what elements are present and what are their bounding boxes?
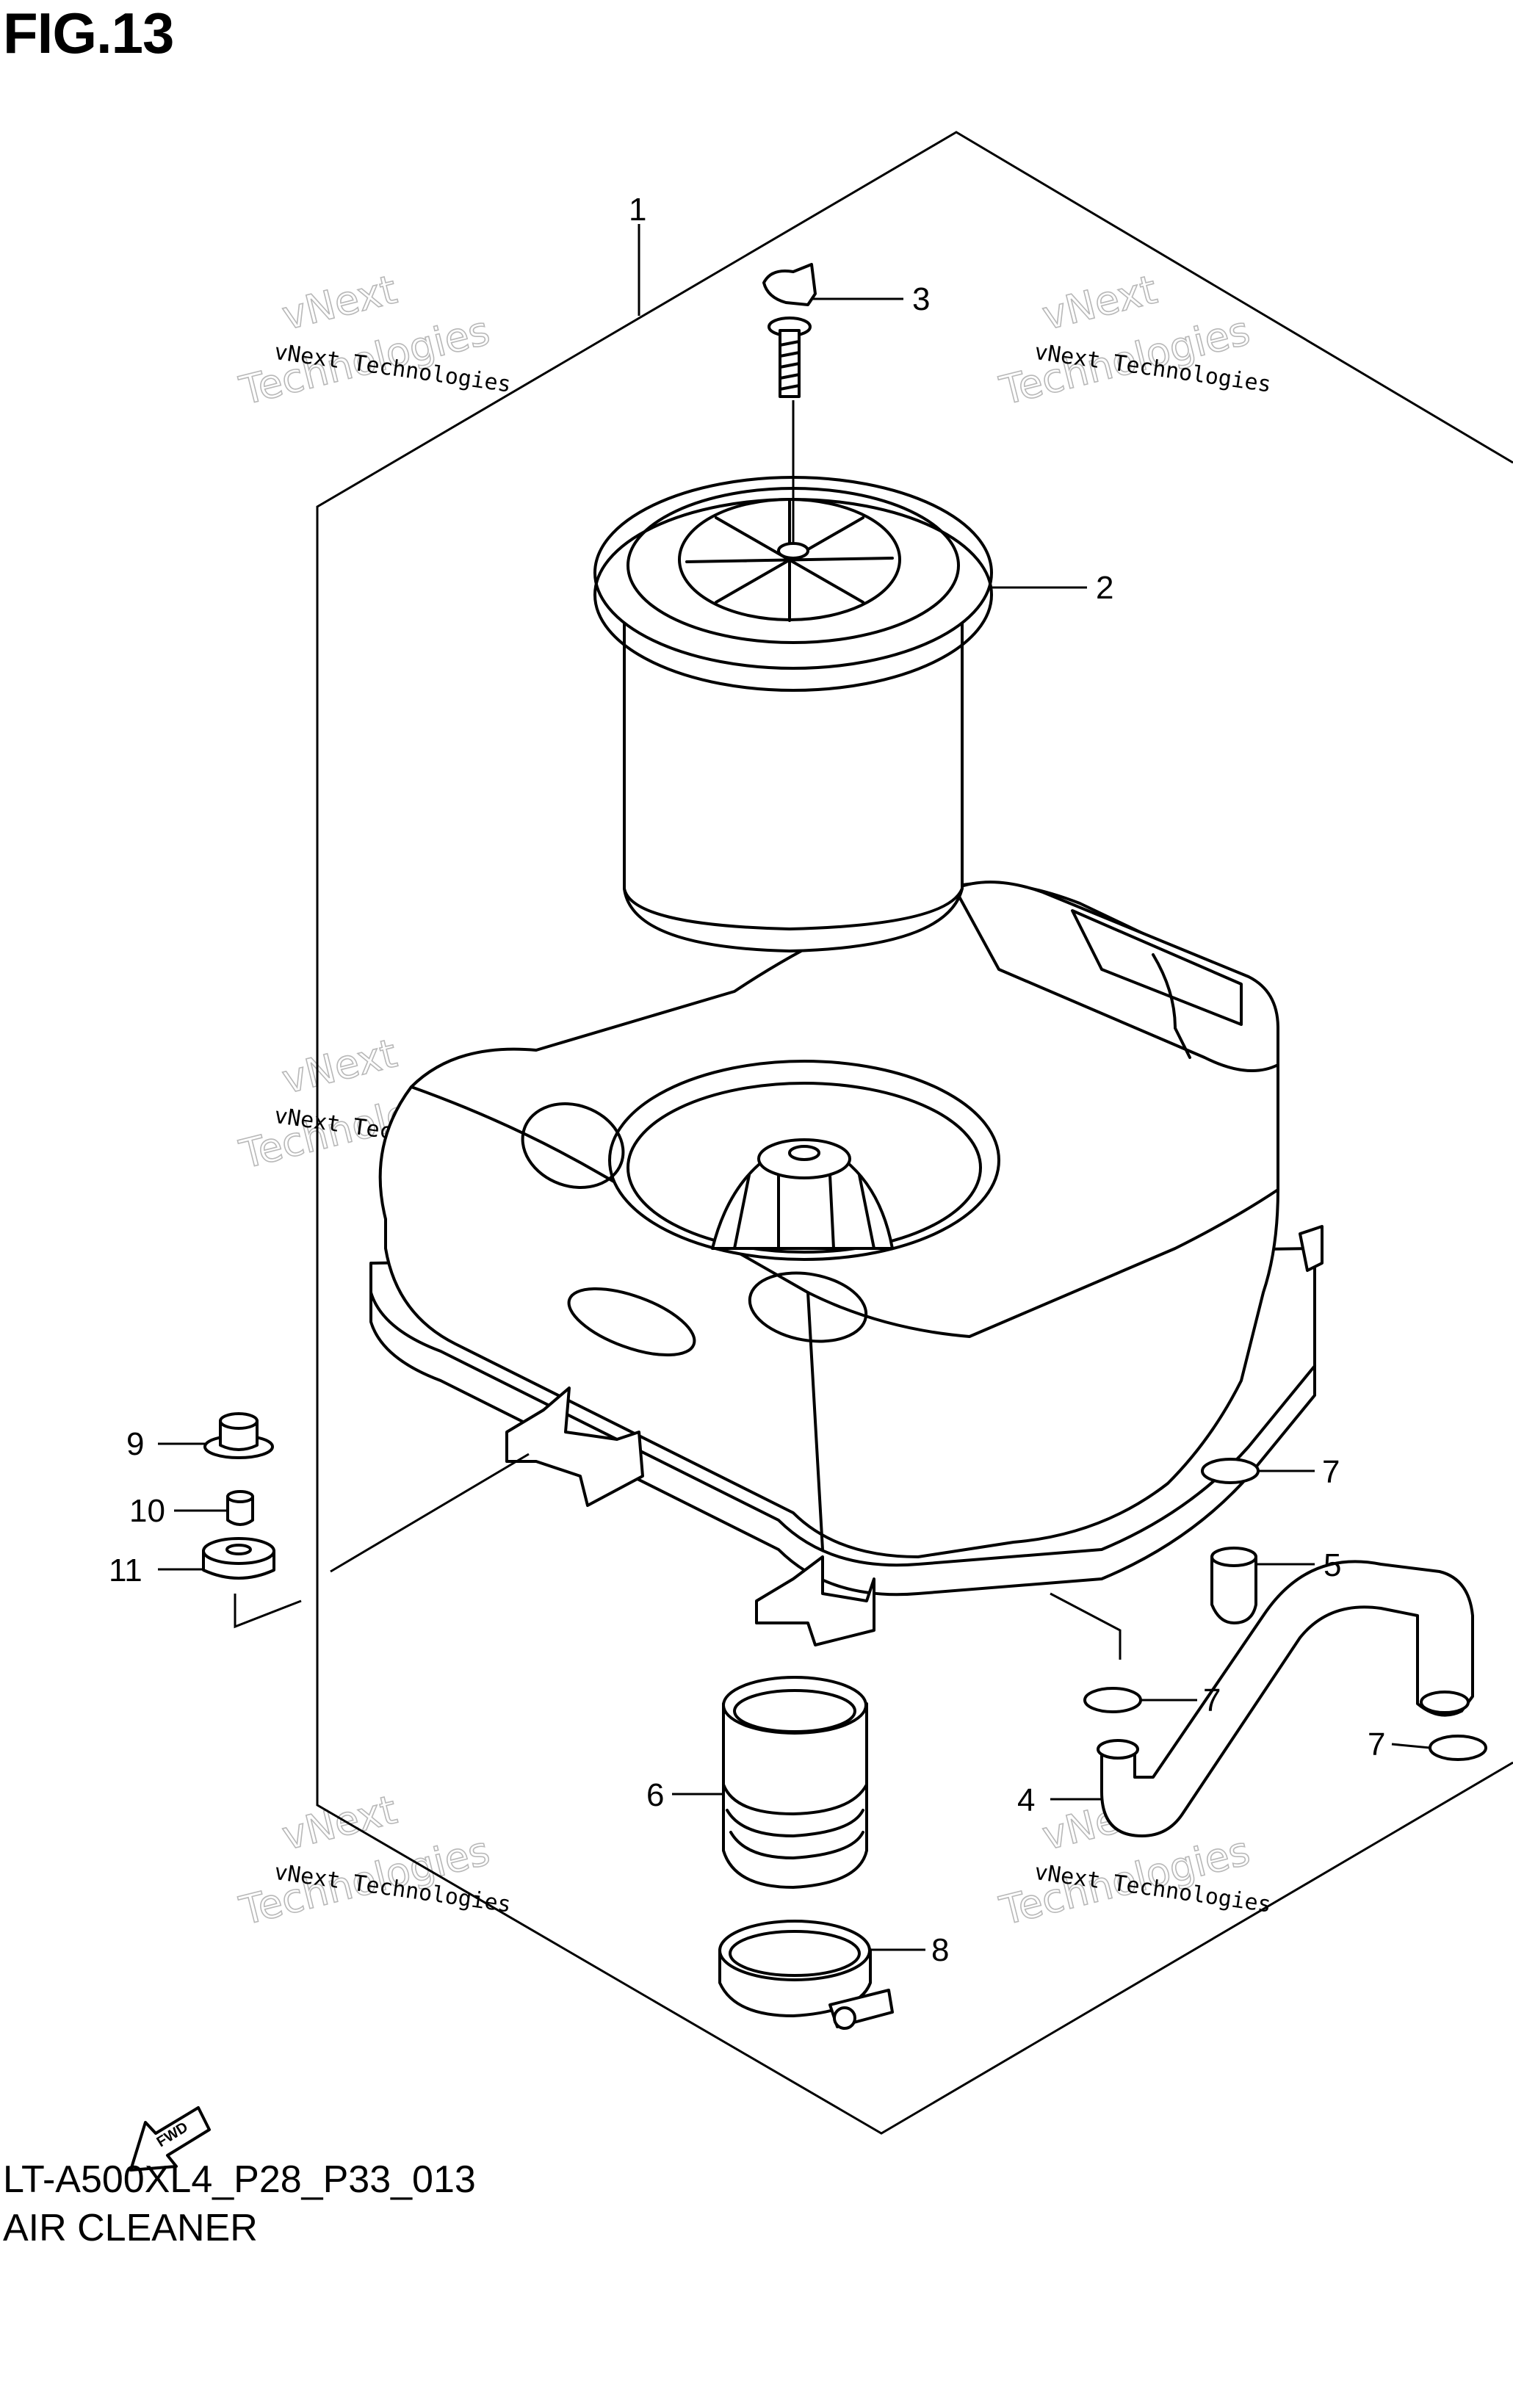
callout-7c: 7 <box>1368 1727 1385 1762</box>
wing-bolt <box>762 263 817 543</box>
filter-cage-hub <box>788 1145 820 1161</box>
fwd-arrow: FWD <box>129 2106 211 2172</box>
drain-cap-top <box>1210 1547 1257 1567</box>
callout-7a: 7 <box>1322 1454 1340 1490</box>
mount-line <box>234 1453 530 1629</box>
callout-6: 6 <box>646 1777 664 1813</box>
filter-opening-inner <box>626 1082 982 1254</box>
watermark-outline-top: vNext <box>278 1786 401 1859</box>
callout-2: 2 <box>1096 570 1113 606</box>
callout-11: 11 <box>109 1552 142 1588</box>
bracket-right <box>1299 1225 1324 1272</box>
callout-9: 9 <box>126 1426 144 1462</box>
cushion-hole <box>225 1544 252 1555</box>
callout-5: 5 <box>1324 1547 1341 1583</box>
tube-top-inner <box>733 1689 856 1733</box>
box-side-edge <box>806 1291 824 1551</box>
hose-clip-b <box>1083 1687 1142 1713</box>
callout-3: 3 <box>912 281 930 317</box>
breather-hose <box>1097 1560 1474 1837</box>
cushion <box>202 1537 275 1580</box>
collar-top <box>226 1490 254 1503</box>
watermark-outline-top: vNext <box>1038 266 1161 339</box>
callout-10: 10 <box>129 1493 165 1529</box>
hose-end-right <box>1420 1691 1470 1714</box>
callout-8: 8 <box>931 1932 949 1968</box>
leader-7c <box>1391 1743 1431 1749</box>
watermark-outline-top: vNext <box>278 266 401 339</box>
wing-bolt-thread <box>779 340 801 391</box>
wing-bolt-shank <box>779 329 801 398</box>
callout-7b: 7 <box>1203 1682 1221 1718</box>
drain-cap-body <box>1210 1555 1257 1624</box>
box-duct-flange <box>1152 953 1191 1059</box>
recess-front-a <box>567 1287 696 1357</box>
clamp-screw-head <box>833 2006 856 2030</box>
watermark: vNext Technologies vNext Technologies <box>234 266 513 415</box>
filter-element <box>593 476 993 952</box>
filter-cap-hub <box>777 542 809 560</box>
drain-cap <box>1210 1547 1257 1624</box>
assembly-boundary <box>316 131 1513 2135</box>
callout-4: 4 <box>1017 1782 1035 1818</box>
box-duct-top <box>1071 909 1243 1026</box>
watermark: vNext Technologies vNext Technologies <box>234 1786 513 1935</box>
box-rim-line <box>369 1291 1316 1567</box>
bolt-head-top <box>219 1412 259 1430</box>
bolt <box>203 1412 274 1459</box>
tube-top <box>722 1676 867 1735</box>
collar-body <box>226 1495 254 1526</box>
callout-labels: 1 2 3 4 5 6 7 7 7 8 9 10 11 <box>109 192 1385 1968</box>
recess-front-b <box>748 1271 868 1343</box>
hose-body <box>1100 1560 1474 1837</box>
filter-bottom-band <box>623 887 964 930</box>
filter-body <box>623 615 964 952</box>
watermark-outline-top: vNext <box>278 1030 401 1102</box>
tube-body <box>722 1702 868 1889</box>
hose-end-left <box>1097 1739 1139 1760</box>
filter-cap-cross <box>685 498 894 622</box>
outlet-tube <box>722 1676 868 1889</box>
figure-name: AIR CLEANER <box>3 2207 258 2249</box>
clamp <box>718 1920 894 2030</box>
clamp-top-inner <box>729 1930 861 1977</box>
callout-1: 1 <box>629 192 646 228</box>
wing-bolt-wing <box>762 263 817 306</box>
figure-code: LT-A500XL4_P28_P33_013 <box>3 2158 476 2201</box>
filter-cage-ribs <box>733 1174 875 1250</box>
fwd-arrow-shape <box>129 2106 211 2172</box>
figure-title: FIG.13 <box>3 1 174 65</box>
tube-ribs <box>722 1783 868 1859</box>
recess-left <box>521 1102 625 1189</box>
leader-lines <box>158 224 1431 1951</box>
mount-line-right <box>1050 1592 1122 1660</box>
hose-clip-a <box>1201 1458 1260 1484</box>
watermark: vNext Technologies vNext Technologies <box>994 266 1273 415</box>
air-cleaner-box <box>234 881 1324 1660</box>
collar <box>226 1490 254 1526</box>
bracket-front <box>755 1555 875 1646</box>
bracket-left <box>505 1386 644 1507</box>
hose-clip-c <box>1429 1735 1487 1761</box>
